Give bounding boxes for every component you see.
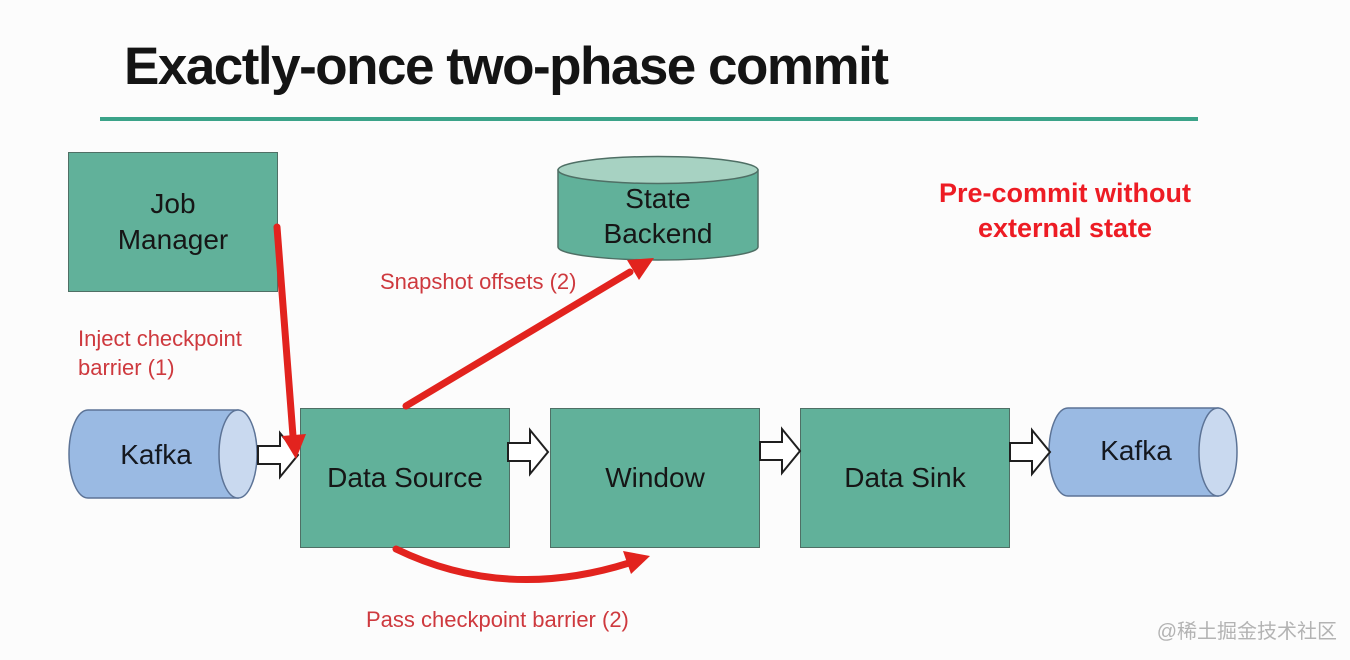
- node-job-manager: Job Manager: [68, 152, 278, 292]
- pass-checkpoint-note: Pass checkpoint barrier (2): [366, 607, 629, 632]
- window-label: Window: [605, 461, 705, 493]
- kafka-left-label: Kafka: [72, 410, 240, 498]
- flow-arrow-kafka-to-source-icon: [257, 430, 300, 480]
- job-manager-label: Job Manager: [117, 187, 229, 255]
- kafka-left-label-text: Kafka: [120, 438, 192, 470]
- pre-commit-emphasis-note: Pre-commit without external state: [938, 178, 1191, 244]
- node-window: Window: [550, 408, 760, 548]
- kafka-right-label-text: Kafka: [1100, 434, 1172, 466]
- flow-arrow-sink-to-kafka-icon: [1009, 427, 1052, 477]
- inject-checkpoint-note: Inject checkpoint barrier (1): [78, 326, 242, 381]
- data-sink-label: Data Sink: [844, 461, 966, 493]
- state-backend-label: State Backend: [577, 180, 739, 252]
- flow-arrow-source-to-window-icon: [507, 427, 550, 477]
- node-data-source: Data Source: [300, 408, 510, 548]
- pass-barrier-arrow-icon: [392, 545, 650, 584]
- snapshot-offsets-note: Snapshot offsets (2): [380, 269, 577, 294]
- data-source-label: Data Source: [327, 461, 483, 493]
- state-backend-label-text: State Backend: [603, 183, 713, 249]
- page-title: Exactly-once two-phase commit: [124, 37, 889, 96]
- flow-arrow-window-to-sink-icon: [759, 426, 802, 476]
- title-underline: [100, 117, 1198, 121]
- watermark: @稀土掘金技术社区: [1156, 621, 1337, 643]
- node-data-sink: Data Sink: [800, 408, 1010, 548]
- kafka-right-label: Kafka: [1052, 406, 1220, 494]
